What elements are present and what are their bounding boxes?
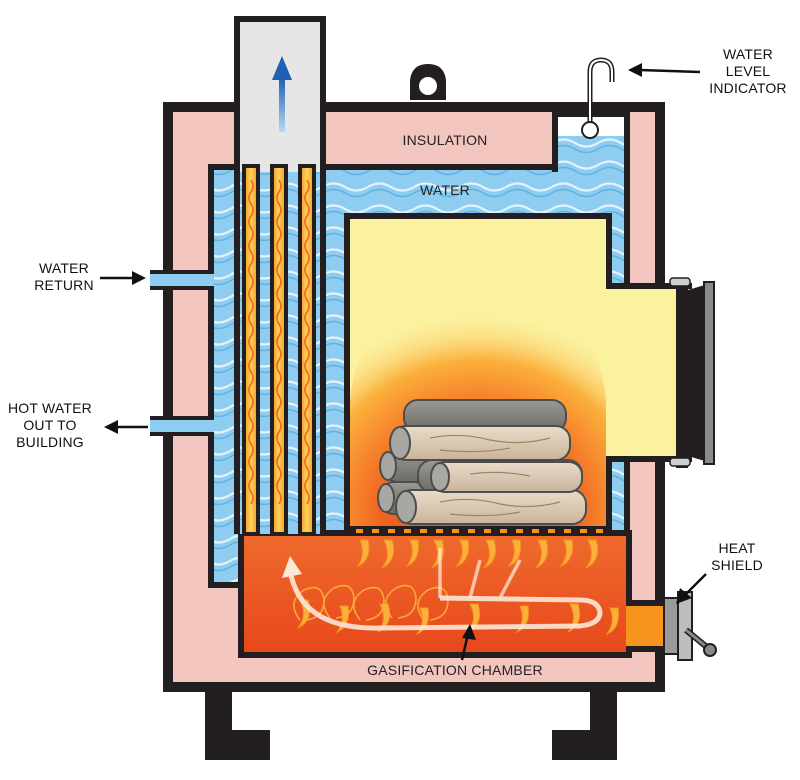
tube-heat-waves: [248, 179, 310, 505]
heat-shield-label-line-1: HEAT: [718, 540, 756, 556]
hot-water-out-label-line-3: BUILDING: [16, 434, 84, 450]
water-level-indicator-label-line-3: INDICATOR: [709, 80, 787, 96]
hot-water-out-label-line-1: HOT WATER: [8, 400, 92, 416]
insulation-label: INSULATION: [402, 132, 488, 148]
water-return-label-line-1: WATER: [39, 260, 89, 276]
water-level-indicator-label-line-1: WATER: [723, 46, 773, 62]
heat-shield: [663, 591, 717, 661]
boiler-legs: [205, 690, 617, 760]
flames: [297, 539, 619, 636]
water-level-indicator-label: WATER LEVEL INDICATOR: [700, 46, 796, 97]
callout-arrows: [100, 63, 707, 661]
gasification-chamber: [244, 536, 626, 652]
lifting-eye: [410, 64, 446, 100]
grate: [348, 528, 610, 534]
hot-water-out-label-line-2: OUT TO: [23, 417, 77, 433]
water-level-indicator-label-line-2: LEVEL: [725, 63, 771, 79]
water-return-pipe: [150, 270, 214, 290]
water-label: WATER: [420, 182, 470, 198]
wood-logs: [377, 399, 587, 525]
loading-door: [669, 277, 715, 468]
exhaust-arrow: [272, 56, 292, 132]
hot-water-out-label: HOT WATER OUT TO BUILDING: [2, 400, 98, 451]
gas-swirls: [293, 584, 449, 621]
heat-shield-label: HEAT SHIELD: [702, 540, 772, 574]
water-level-indicator-probe: [581, 57, 615, 139]
heat-shield-label-line-2: SHIELD: [711, 557, 763, 573]
gasification-chamber-label: GASIFICATION CHAMBER: [367, 662, 543, 678]
water-return-label: WATER RETURN: [24, 260, 104, 294]
hot-water-out-pipe: [150, 416, 214, 436]
water-level-reservoir: [552, 112, 630, 172]
water-return-label-line-2: RETURN: [34, 277, 94, 293]
log-grain: [429, 434, 561, 517]
gas-flow-arrow: [282, 548, 603, 631]
